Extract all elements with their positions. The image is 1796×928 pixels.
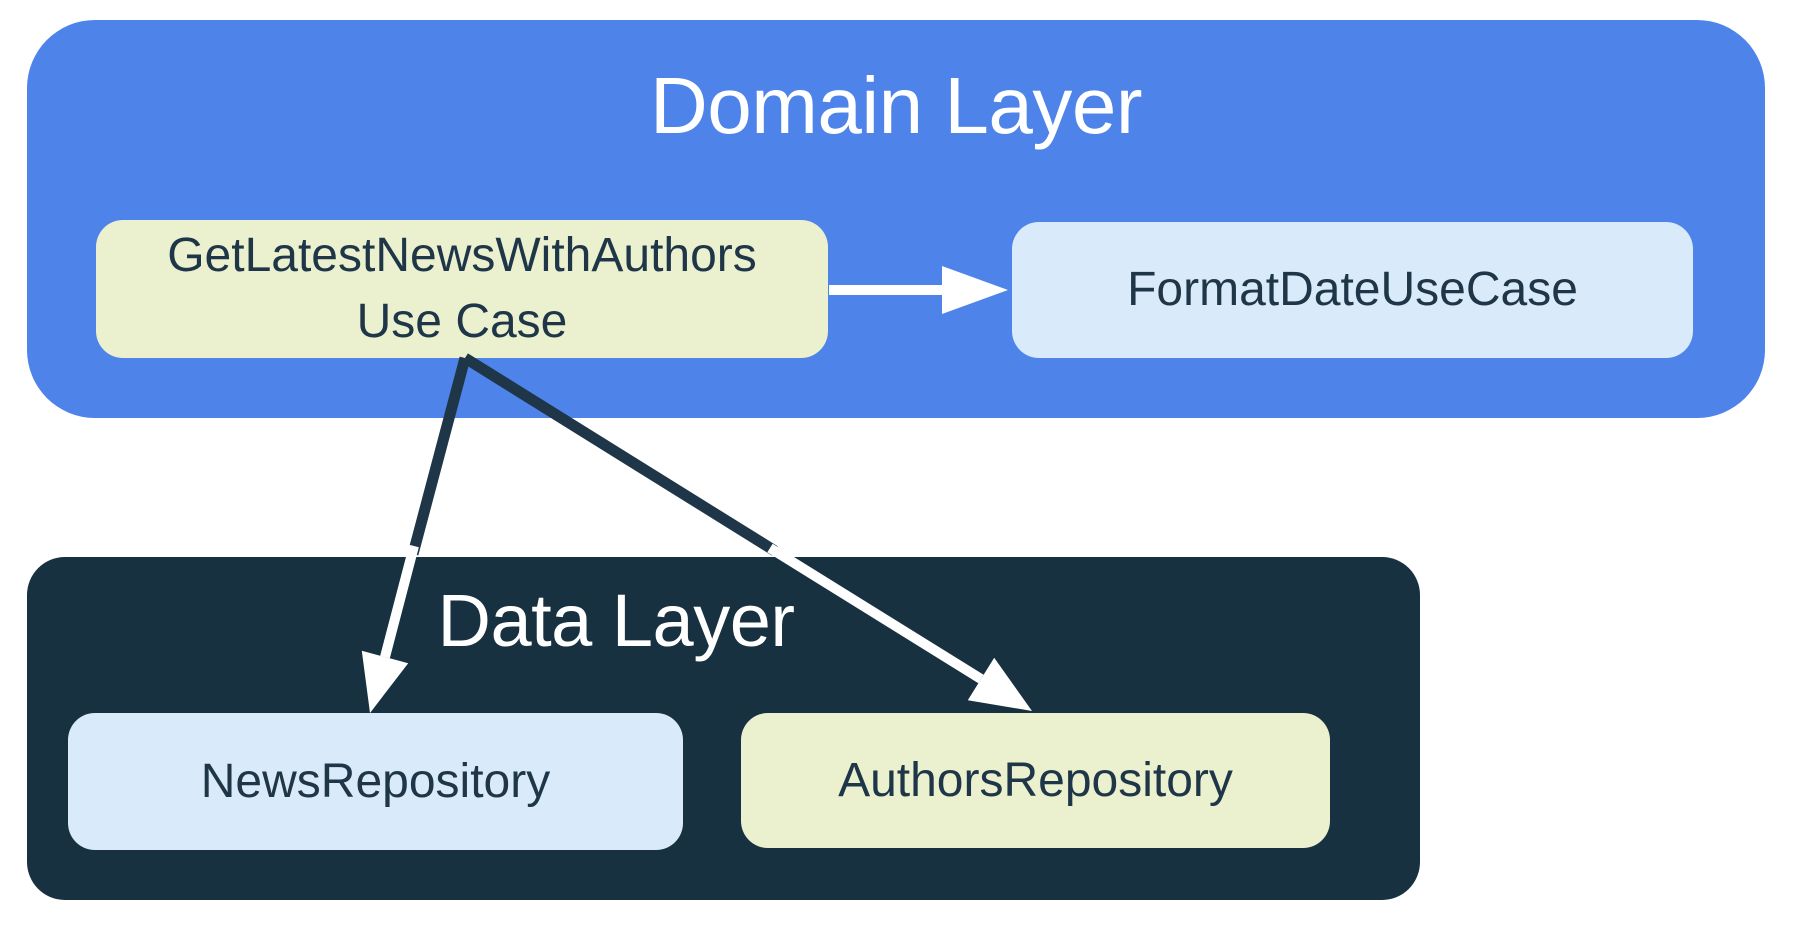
node-authors-repository: AuthorsRepository xyxy=(741,713,1330,848)
node-format-date-label: FormatDateUseCase xyxy=(1127,263,1578,316)
node-use-case-label-line1: GetLatestNewsWithAuthors xyxy=(167,229,757,282)
node-format-date-use-case: FormatDateUseCase xyxy=(1012,222,1693,358)
domain-layer-title: Domain Layer xyxy=(649,61,1143,150)
node-news-repository: NewsRepository xyxy=(68,713,683,850)
node-authors-repository-label: AuthorsRepository xyxy=(838,753,1233,807)
node-news-repository-label: NewsRepository xyxy=(200,754,551,808)
node-get-latest-news-with-authors-use-case: GetLatestNewsWithAuthors Use Case xyxy=(96,220,828,358)
node-use-case-label-line2: Use Case xyxy=(356,295,568,348)
data-layer-title: Data Layer xyxy=(437,579,795,662)
